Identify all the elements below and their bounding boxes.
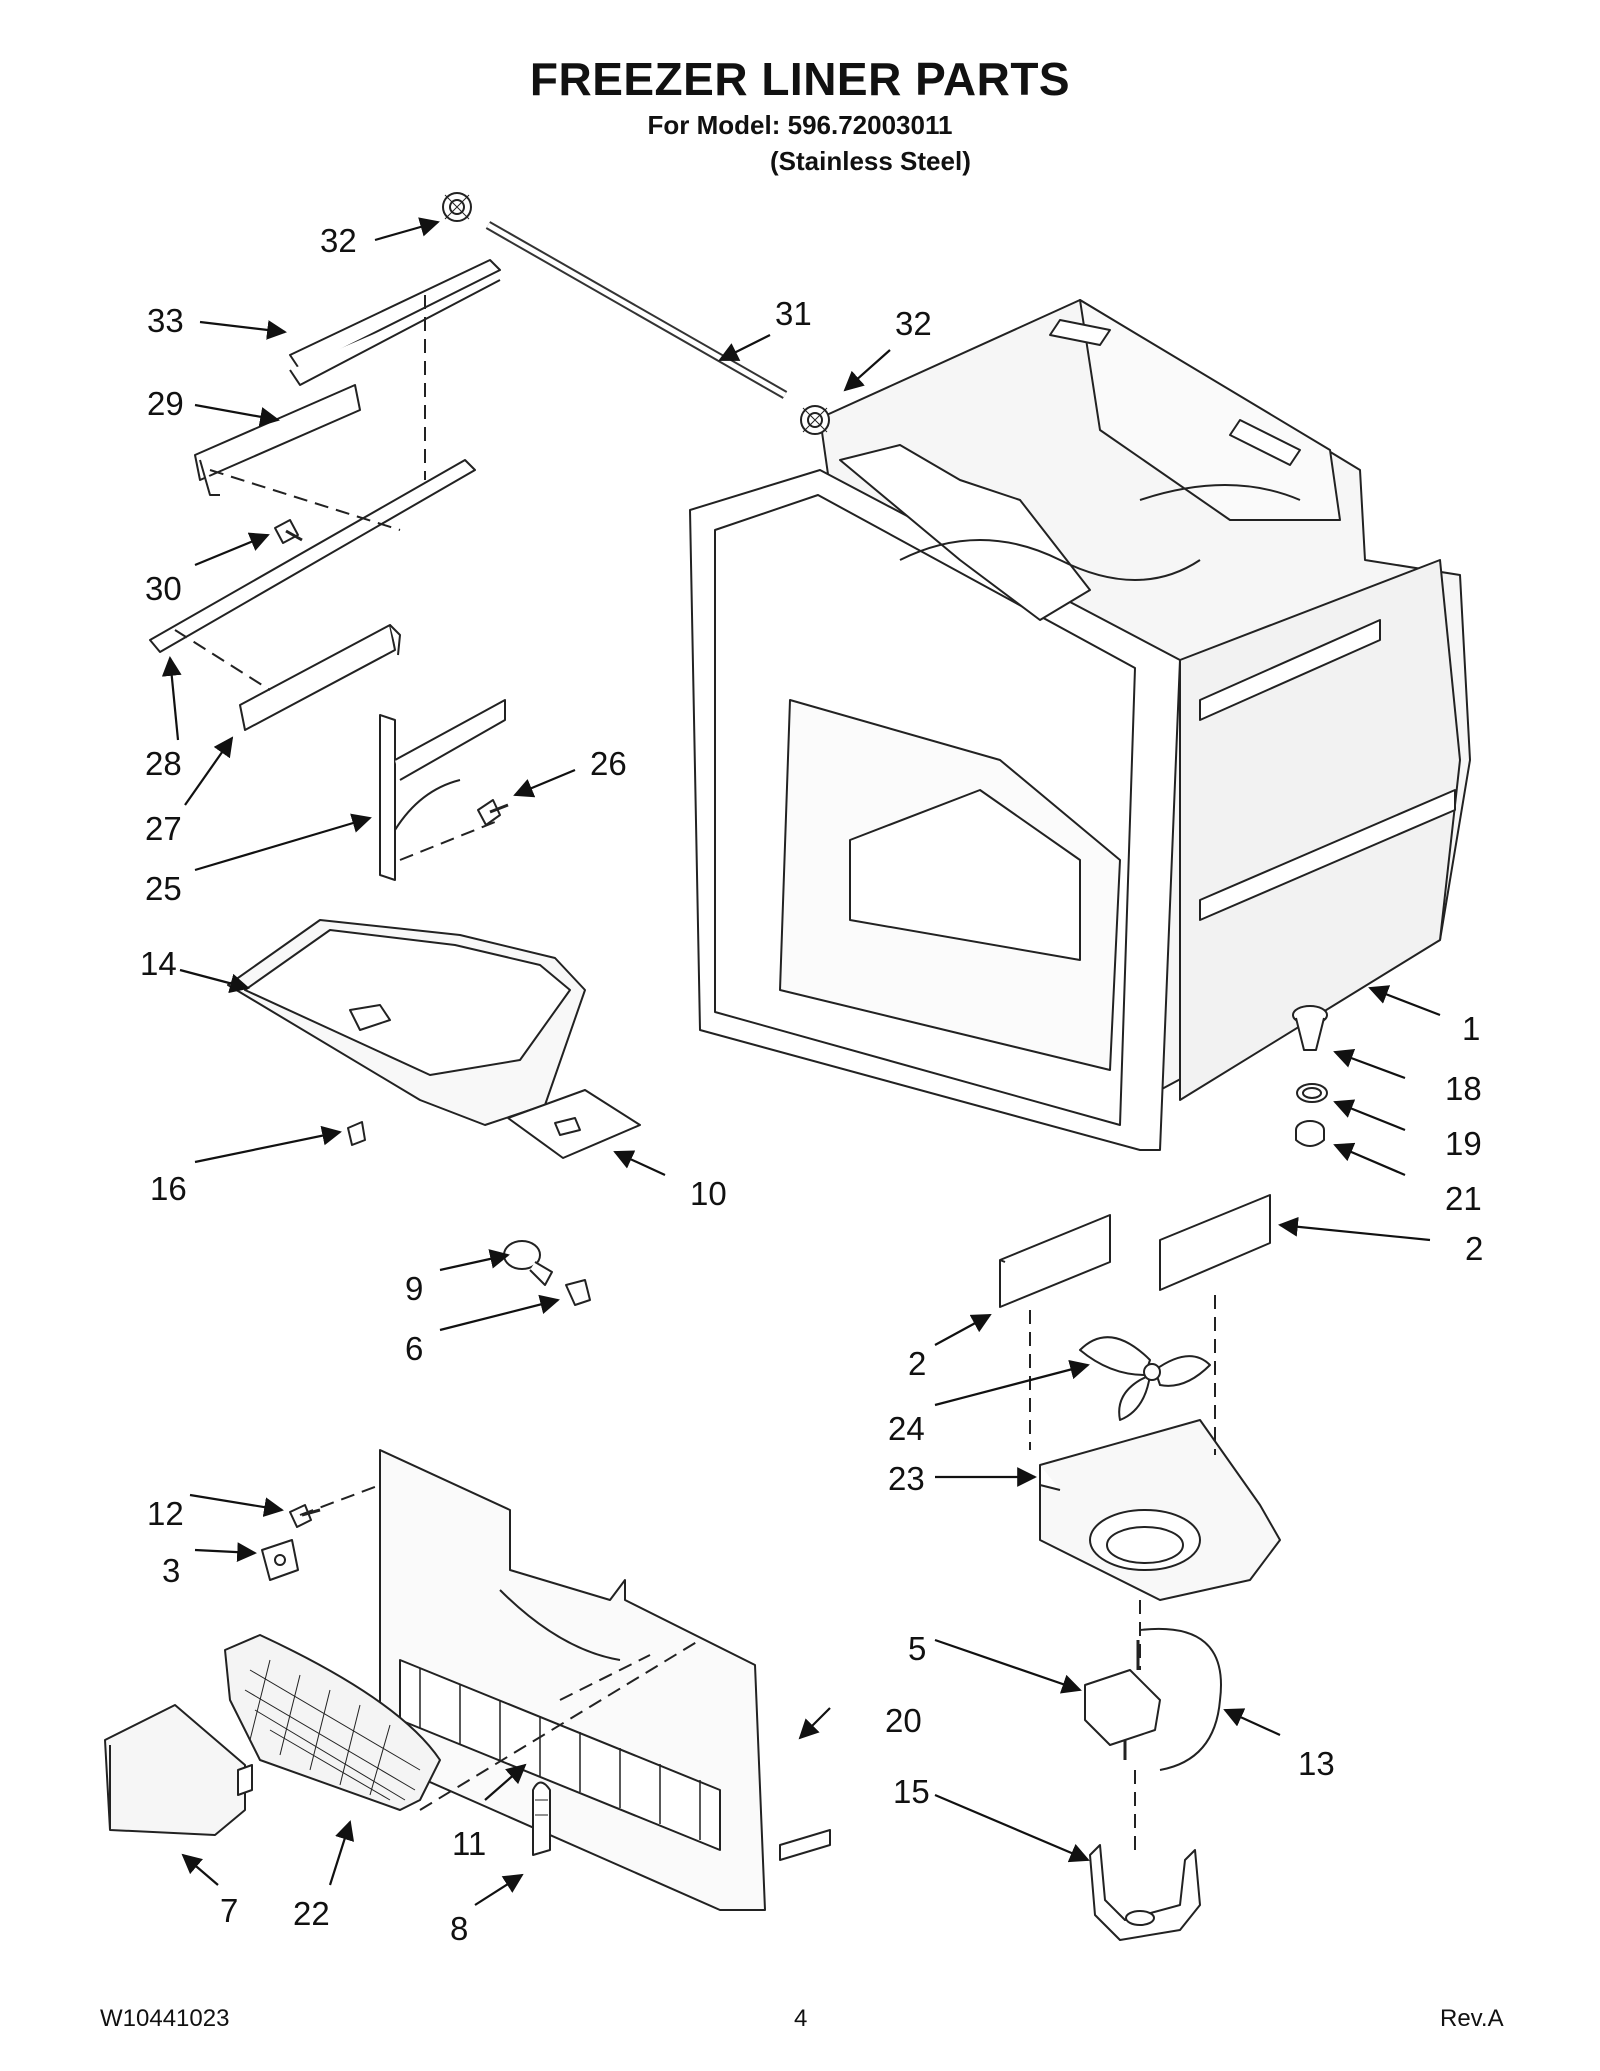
- document-number: W10441023: [100, 2005, 230, 2032]
- callout-5: 5: [908, 1630, 926, 1667]
- callout-31: 31: [775, 295, 812, 332]
- callout-8: 8: [450, 1910, 468, 1947]
- callout-28: 28: [145, 745, 182, 782]
- callout-21: 21: [1445, 1180, 1482, 1217]
- bracket-27: [239, 624, 401, 731]
- bulb-9: [503, 1240, 553, 1286]
- drain-18: [1292, 1005, 1328, 1051]
- callout-13: 13: [1298, 1745, 1335, 1782]
- bracket-15: [1089, 1844, 1201, 1941]
- page-title: FREEZER LINER PARTS: [529, 53, 1071, 105]
- assembly-guide-lines: [174, 295, 1216, 1850]
- foam-2-left: [999, 1214, 1111, 1308]
- callout-7: 7: [220, 1892, 238, 1929]
- light-8: [532, 1781, 551, 1856]
- callout-32-top: 32: [320, 222, 357, 259]
- callout-11: 11: [452, 1825, 486, 1862]
- gear-32-top: [442, 192, 472, 222]
- rail-33: [289, 259, 501, 386]
- strip-20: [779, 1829, 831, 1861]
- callout-3: 3: [162, 1552, 180, 1589]
- callout-20: 20: [885, 1702, 922, 1739]
- pad-10: [507, 1089, 641, 1159]
- callout-27: 27: [145, 810, 182, 847]
- cover-14: [227, 919, 586, 1126]
- callout-30: 30: [145, 570, 182, 607]
- cover-7: [104, 1704, 253, 1836]
- foam-2-right: [1159, 1194, 1271, 1291]
- screw-26: [477, 799, 509, 826]
- callout-19: 19: [1445, 1125, 1482, 1162]
- callout-29: 29: [147, 385, 184, 422]
- callout-2-right: 2: [1465, 1230, 1483, 1267]
- callout-22: 22: [293, 1895, 330, 1932]
- model-line: For Model: 596.72003011: [647, 110, 953, 140]
- ring-19: [1296, 1083, 1328, 1103]
- fan-housing-23: [1039, 1419, 1281, 1601]
- callout-labels: 32 31 32 33 29 30 28 27 26 25 14 1 18 19…: [140, 222, 1483, 1947]
- finish-line: (Stainless Steel): [770, 146, 971, 176]
- screw-12: [289, 1504, 321, 1528]
- callout-26: 26: [590, 745, 627, 782]
- callout-33: 33: [147, 302, 184, 339]
- motor-5: [1084, 1640, 1161, 1760]
- callout-14: 14: [140, 945, 177, 982]
- clip-16: [347, 1121, 366, 1146]
- callout-32-right: 32: [895, 305, 932, 342]
- support-25: [379, 699, 506, 881]
- callout-6: 6: [405, 1330, 423, 1367]
- callout-18: 18: [1445, 1070, 1482, 1107]
- vent-grille: [399, 1659, 721, 1851]
- callout-24: 24: [888, 1410, 925, 1447]
- callout-23: 23: [888, 1460, 925, 1497]
- callout-12: 12: [147, 1495, 184, 1532]
- slide-rail-28: [149, 459, 476, 653]
- socket-6: [565, 1279, 591, 1306]
- freezer-liner: [689, 299, 1471, 1151]
- wire-13: [1139, 1627, 1222, 1771]
- grille-22: [224, 1634, 441, 1811]
- callout-2-left: 2: [908, 1345, 926, 1382]
- fan-blade-24: [1079, 1336, 1211, 1421]
- callout-arrows: [161, 217, 1441, 1906]
- screw-30: [274, 519, 303, 544]
- cup-21: [1295, 1120, 1325, 1147]
- callout-15: 15: [893, 1773, 930, 1810]
- page-number: 4: [794, 2005, 808, 2032]
- callout-10: 10: [690, 1175, 727, 1212]
- rod-31: [485, 221, 788, 399]
- callout-16: 16: [150, 1170, 187, 1207]
- callout-1: 1: [1462, 1010, 1480, 1047]
- gear-32-right: [800, 405, 830, 435]
- callout-9: 9: [405, 1270, 423, 1307]
- bracket-29: [194, 384, 361, 496]
- revision: Rev.A: [1440, 2005, 1504, 2032]
- thermostat-3: [261, 1539, 299, 1581]
- callout-25: 25: [145, 870, 182, 907]
